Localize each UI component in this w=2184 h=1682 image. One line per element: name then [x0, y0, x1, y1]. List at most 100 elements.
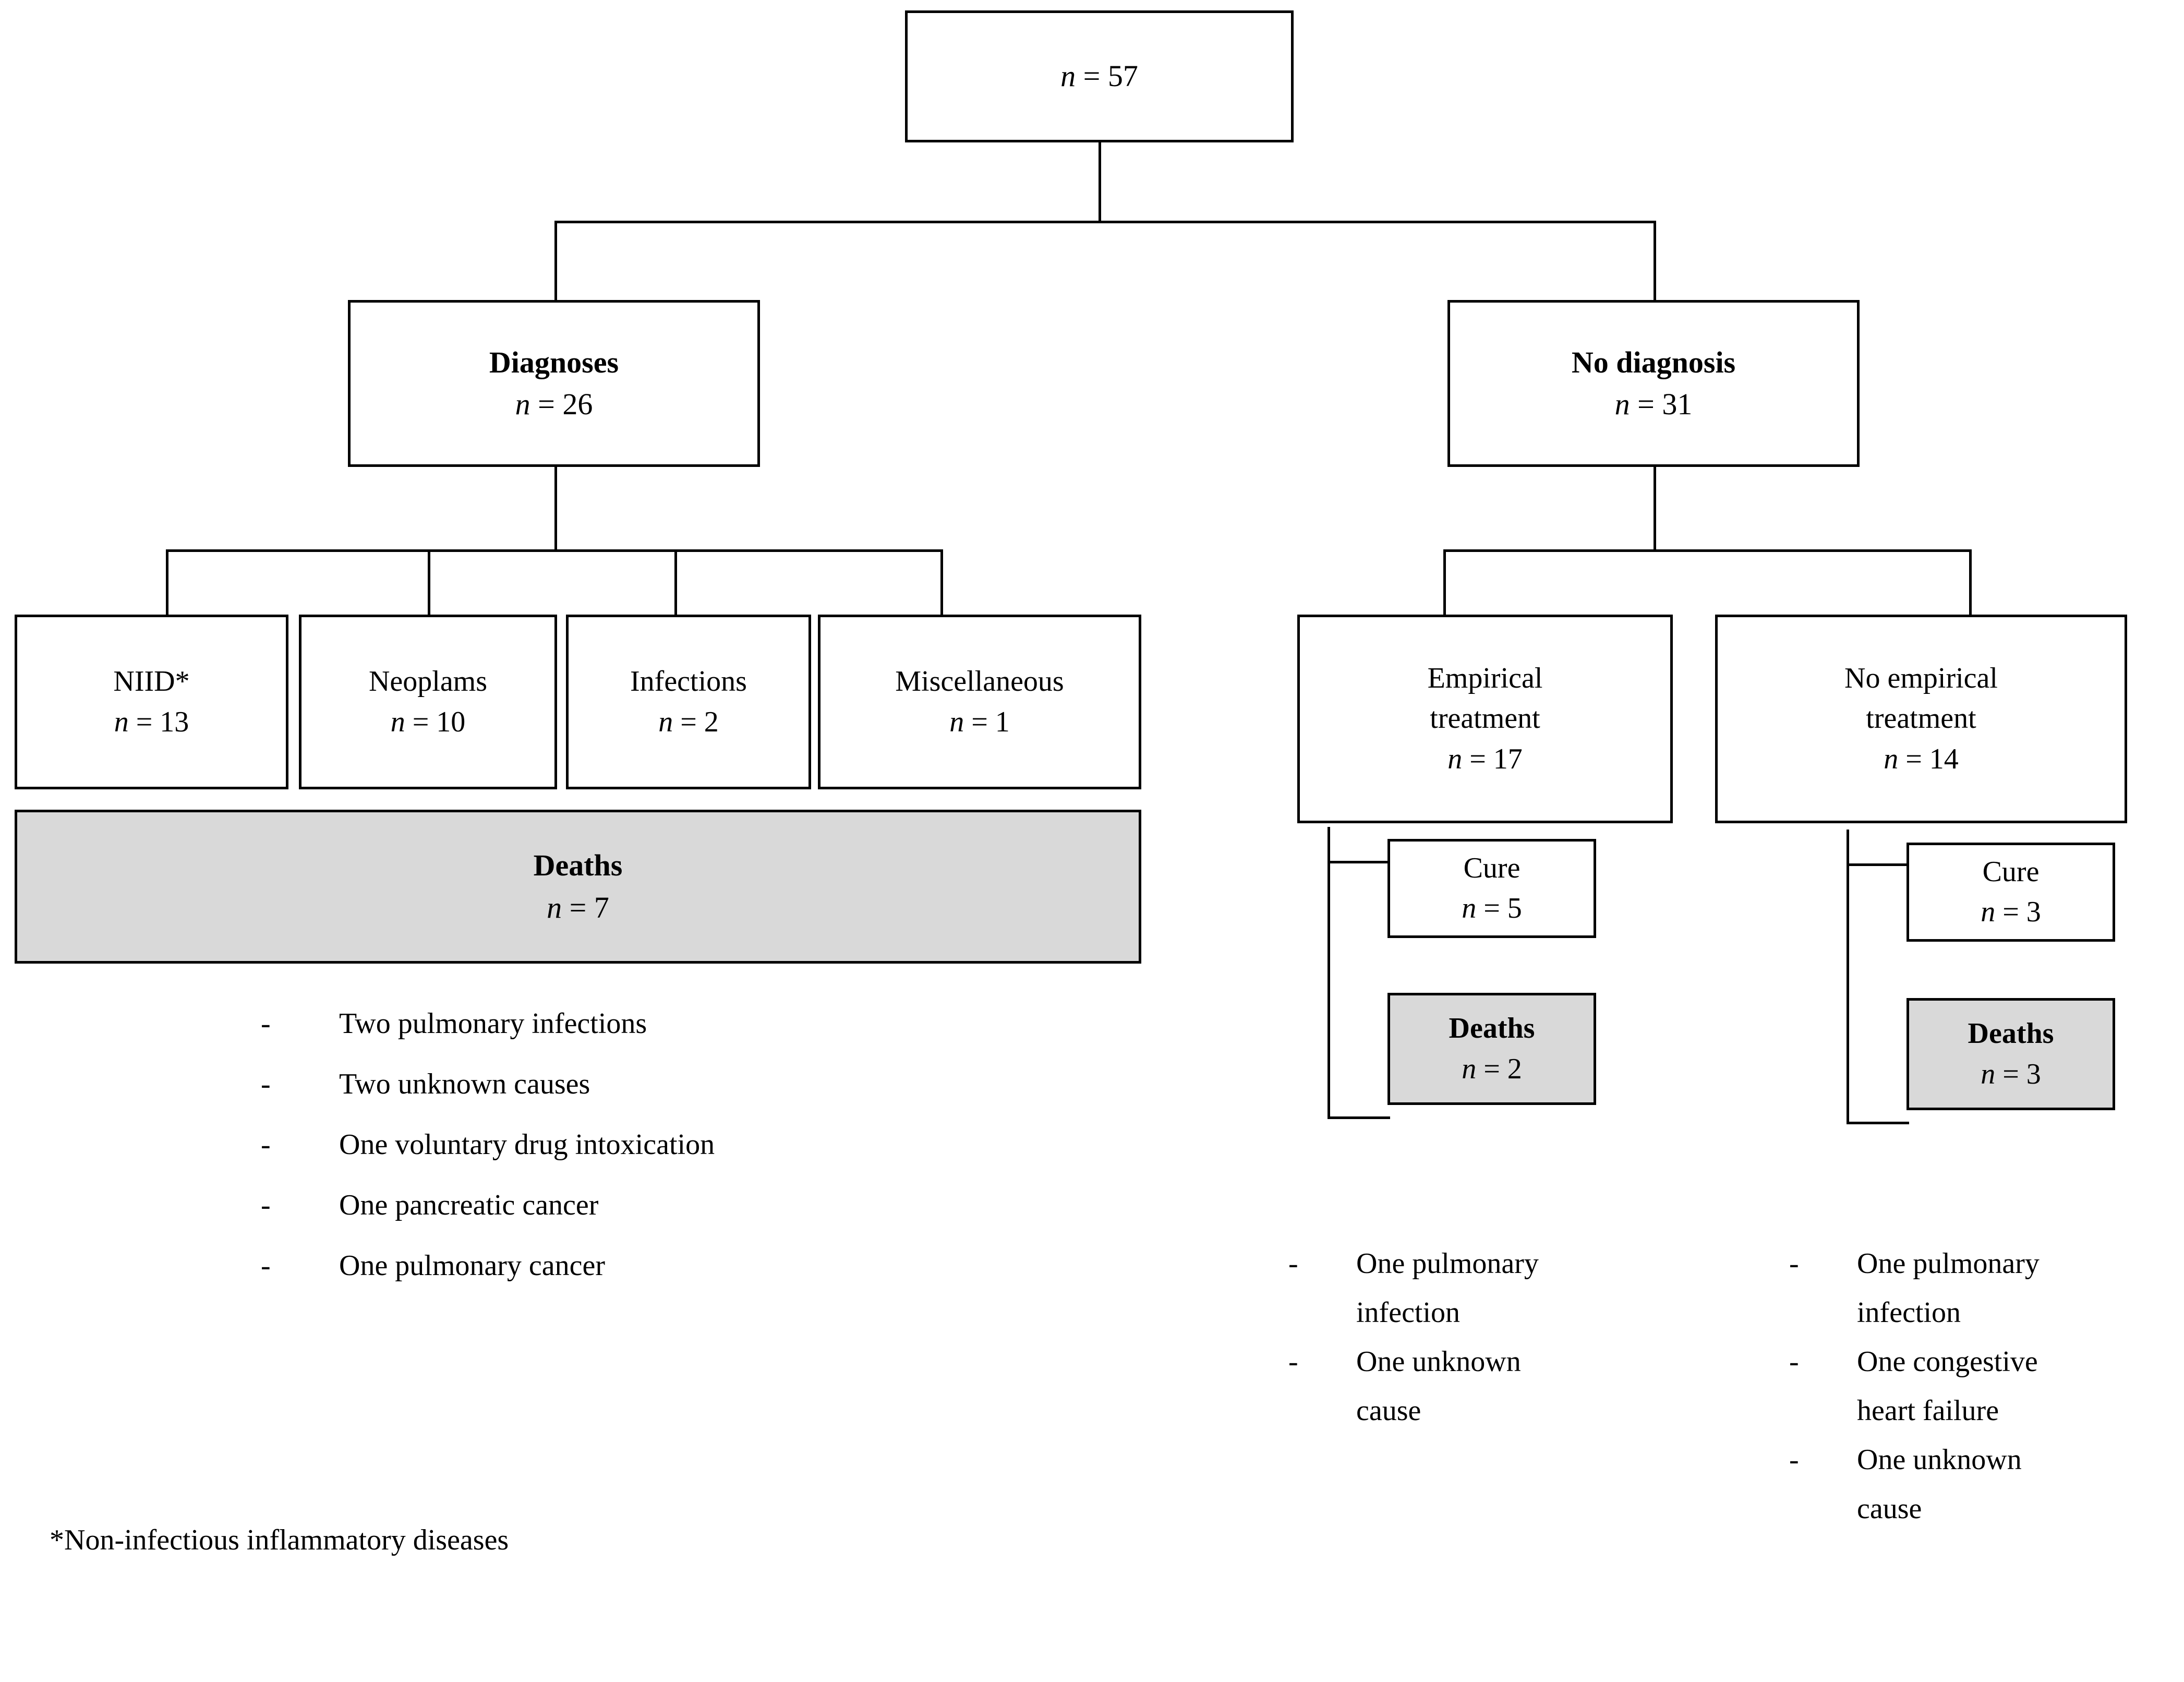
connector-diagnoses-stem — [554, 466, 557, 551]
node-neoplams[interactable]: Neoplams n = 10 — [299, 615, 557, 789]
connector-to-infections — [674, 549, 677, 616]
node-cure-empirical[interactable]: Cure n = 5 — [1387, 839, 1596, 938]
node-miscellaneous-label: Miscellaneous — [895, 665, 1064, 698]
node-no-diagnosis-label: No diagnosis — [1571, 345, 1736, 379]
list-item-text: One unknown cause — [1857, 1443, 2022, 1525]
connector-level1-bar — [554, 221, 1656, 223]
list-item: - One voluntary drug intoxication — [261, 1128, 1095, 1161]
node-no-empirical-treatment-count: n = 14 — [1884, 742, 1959, 775]
bullet-dash: - — [1789, 1247, 1799, 1280]
connector-to-empirical — [1443, 549, 1446, 616]
list-item-text-line2: infection — [1857, 1296, 1961, 1329]
node-diagnoses-label: Diagnoses — [489, 345, 619, 379]
node-no-diagnosis[interactable]: No diagnosis n = 31 — [1447, 300, 1860, 467]
list-item: - One pulmonary infection — [1789, 1247, 2184, 1329]
list-item-text-line1: One pulmonary — [1356, 1247, 1539, 1280]
connector-to-diagnoses — [554, 221, 557, 304]
list-item-text: One pulmonary cancer — [339, 1250, 605, 1282]
list-item: - One pulmonary cancer — [261, 1249, 1095, 1282]
node-neoplams-label: Neoplams — [368, 665, 488, 698]
list-item: - One pulmonary infection — [1288, 1247, 1685, 1329]
node-infections[interactable]: Infections n = 2 — [566, 615, 811, 789]
list-item-text-line1: One pulmonary — [1857, 1247, 2040, 1280]
list-item-text-line1: One unknown — [1857, 1444, 2022, 1476]
node-deaths-diagnoses-count: n = 7 — [547, 890, 609, 924]
list-item-text-line2: cause — [1857, 1493, 1922, 1525]
node-deaths-diagnoses[interactable]: Deaths n = 7 — [15, 810, 1141, 964]
footnote-niid: *Non-infectious inflammatory diseases — [50, 1524, 509, 1556]
connector-empirical-to-cure — [1328, 861, 1390, 863]
bullet-dash: - — [1288, 1247, 1298, 1280]
node-deaths-no-empirical[interactable]: Deaths n = 3 — [1907, 998, 2115, 1110]
bullet-dash: - — [1789, 1345, 1799, 1378]
list-item: - Two pulmonary infections — [261, 1007, 1095, 1040]
node-niid-label: NIID* — [113, 665, 190, 698]
node-root-count: n = 57 — [1060, 59, 1138, 93]
connector-no-diagnosis-stem — [1654, 466, 1656, 551]
list-item-text: One pulmonary infection — [1857, 1247, 2040, 1329]
node-cure-no-empirical-label: Cure — [1982, 855, 2040, 888]
list-item: - One unknown cause — [1288, 1345, 1685, 1427]
node-deaths-diagnoses-label: Deaths — [533, 848, 623, 883]
list-item-text: One pulmonary infection — [1356, 1247, 1539, 1329]
list-item-text: Two pulmonary infections — [339, 1007, 647, 1040]
node-no-empirical-treatment-label-line1: No empirical — [1844, 662, 1998, 695]
connector-to-niid — [166, 549, 168, 616]
connector-no-empirical-to-cure — [1847, 863, 1909, 866]
node-empirical-treatment-label-line2: treatment — [1430, 702, 1540, 735]
node-root[interactable]: n = 57 — [905, 10, 1294, 142]
node-miscellaneous-count: n = 1 — [949, 705, 1010, 738]
connector-empirical-to-deaths — [1328, 1116, 1390, 1119]
list-item-text-line2: infection — [1356, 1296, 1461, 1329]
connector-to-neoplams — [428, 549, 430, 616]
node-deaths-empirical[interactable]: Deaths n = 2 — [1387, 993, 1596, 1105]
list-item-text-line2: cause — [1356, 1395, 1421, 1427]
list-item-text: Two unknown causes — [339, 1068, 590, 1100]
list-item: - One unknown cause — [1789, 1443, 2184, 1525]
list-item: - One congestive heart failure — [1789, 1345, 2184, 1427]
node-empirical-treatment-label-line1: Empirical — [1427, 662, 1543, 695]
node-deaths-no-empirical-label: Deaths — [1968, 1017, 2054, 1050]
connector-no-empirical-to-deaths — [1847, 1122, 1909, 1124]
list-item: - One pancreatic cancer — [261, 1188, 1095, 1222]
bullet-dash: - — [261, 1189, 271, 1221]
node-no-empirical-treatment-label-line2: treatment — [1866, 702, 1976, 735]
bullet-dash: - — [261, 1007, 271, 1040]
deaths-diagnoses-cause-list: - Two pulmonary infections - Two unknown… — [261, 1007, 1095, 1282]
deaths-empirical-cause-list: - One pulmonary infection - One unknown … — [1288, 1247, 1685, 1427]
list-item-text: One unknown cause — [1356, 1345, 1521, 1427]
node-diagnoses[interactable]: Diagnoses n = 26 — [348, 300, 760, 467]
node-niid[interactable]: NIID* n = 13 — [15, 615, 288, 789]
list-item-text: One pancreatic cancer — [339, 1189, 599, 1221]
node-neoplams-count: n = 10 — [390, 705, 466, 738]
connector-treatment-bar — [1443, 549, 1972, 552]
list-item: - Two unknown causes — [261, 1067, 1095, 1101]
connector-empirical-outcome-spine — [1328, 827, 1330, 1119]
node-niid-count: n = 13 — [114, 705, 189, 738]
node-cure-empirical-count: n = 5 — [1462, 892, 1522, 924]
node-cure-no-empirical[interactable]: Cure n = 3 — [1907, 843, 2115, 942]
connector-categories-bar — [166, 549, 943, 552]
node-no-diagnosis-count: n = 31 — [1614, 387, 1693, 421]
node-cure-no-empirical-count: n = 3 — [1981, 896, 2041, 928]
node-infections-count: n = 2 — [658, 705, 719, 738]
list-item-text: One voluntary drug intoxication — [339, 1128, 715, 1161]
node-deaths-empirical-label: Deaths — [1449, 1012, 1535, 1045]
bullet-dash: - — [1789, 1444, 1799, 1476]
list-item-text-line1: One unknown — [1356, 1345, 1521, 1378]
node-miscellaneous[interactable]: Miscellaneous n = 1 — [818, 615, 1141, 789]
node-cure-empirical-label: Cure — [1463, 851, 1521, 884]
connector-to-no-empirical — [1969, 549, 1972, 616]
node-infections-label: Infections — [630, 665, 747, 698]
deaths-no-empirical-cause-list: - One pulmonary infection - One congesti… — [1789, 1247, 2184, 1525]
node-empirical-treatment[interactable]: Empirical treatment n = 17 — [1297, 615, 1673, 823]
connector-to-no-diagnosis — [1654, 221, 1656, 304]
node-deaths-no-empirical-count: n = 3 — [1981, 1058, 2041, 1090]
bullet-dash: - — [261, 1128, 271, 1161]
node-deaths-empirical-count: n = 2 — [1462, 1052, 1522, 1085]
node-no-empirical-treatment[interactable]: No empirical treatment n = 14 — [1715, 615, 2127, 823]
connector-to-miscellaneous — [940, 549, 943, 616]
bullet-dash: - — [261, 1068, 271, 1100]
bullet-dash: - — [261, 1250, 271, 1282]
